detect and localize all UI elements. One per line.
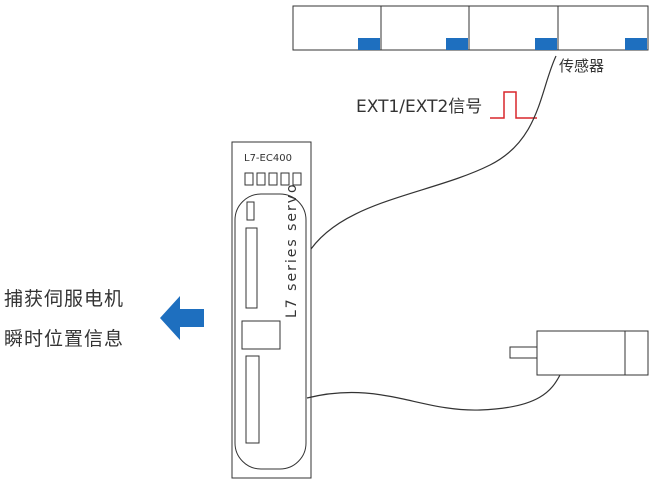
sensor-label: 传感器 [559, 57, 604, 75]
drive-mid-port [241, 320, 281, 350]
drive-model-label: L7-EC400 [244, 153, 292, 164]
servo-motor [509, 330, 649, 376]
motor-cable [306, 374, 561, 411]
servo-drive: L7-EC400 L7 series servo [231, 141, 312, 479]
drive-encoder-connector [245, 355, 260, 444]
signal-label: EXT1/EXT2信号 [356, 97, 482, 117]
drive-display-segment-3 [268, 172, 278, 186]
drive-small-connector [246, 201, 255, 221]
motor-body [536, 330, 649, 376]
sensor-rail: 传感器 [292, 5, 649, 75]
sensor-marker-4 [625, 38, 647, 50]
drive-display-segment-1 [244, 172, 254, 186]
capture-arrow-icon [160, 296, 204, 340]
drive-io-connector [245, 227, 258, 309]
sensor-cable [306, 55, 557, 256]
sensor-marker-1 [358, 38, 380, 50]
sensor-marker-2 [446, 38, 468, 50]
drive-display-segment-2 [256, 172, 266, 186]
drive-series-label: L7 series servo [284, 182, 300, 318]
capture-text-line1: 捕获伺服电机 [4, 288, 124, 310]
capture-text-line2: 瞬时位置信息 [4, 328, 124, 350]
drive-display-segment-4 [280, 172, 290, 186]
motor-shaft [509, 346, 539, 359]
drive-display-segment-5 [292, 172, 302, 186]
signal-pulse-icon [490, 91, 537, 119]
sensor-marker-3 [535, 38, 557, 50]
